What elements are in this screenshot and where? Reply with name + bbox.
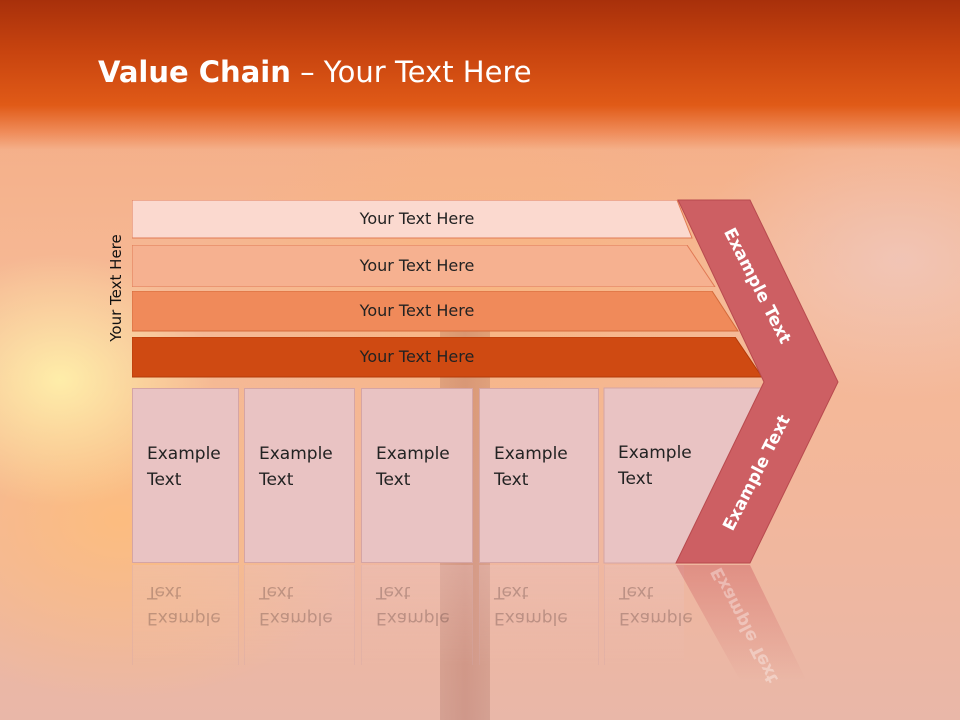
vertical-label: Your Text Here xyxy=(107,234,125,342)
page-title: Value Chain – Your Text Here xyxy=(98,55,532,89)
box-3-label: Example Text xyxy=(376,444,450,490)
box-4-label: Example Text xyxy=(494,444,568,490)
band-3-label: Your Text Here xyxy=(359,301,475,320)
box-4-reflection: Example Text xyxy=(479,565,599,665)
band-1-label: Your Text Here xyxy=(359,209,475,228)
box-2-reflection: Example Text xyxy=(244,565,355,665)
box-3-reflection: Example Text xyxy=(361,565,473,665)
band-4-label: Your Text Here xyxy=(359,347,475,366)
box-2: Example Text xyxy=(244,388,355,563)
box-1-reflection: Example Text xyxy=(132,565,239,665)
box-2-reflection-label: Example Text xyxy=(259,582,333,628)
box-1: Example Text xyxy=(132,388,239,563)
box-5: Example Text xyxy=(604,388,692,489)
box-5-reflection: Example Text xyxy=(604,565,693,665)
box-5-label: Example Text xyxy=(618,443,692,489)
title-bold: Value Chain xyxy=(98,55,291,89)
box-4-reflection-label: Example Text xyxy=(494,582,568,628)
box-3-reflection-label: Example Text xyxy=(376,582,450,628)
title-rest: – Your Text Here xyxy=(290,55,532,89)
box-1-reflection-label: Example Text xyxy=(147,582,221,628)
band-2-label: Your Text Here xyxy=(359,256,475,275)
box-4: Example Text xyxy=(479,388,599,563)
header-bar xyxy=(0,0,960,150)
box-1-label: Example Text xyxy=(147,444,221,490)
box-5-reflection-label: Example Text xyxy=(619,582,693,628)
box-2-label: Example Text xyxy=(259,444,333,490)
box-3: Example Text xyxy=(361,388,473,563)
